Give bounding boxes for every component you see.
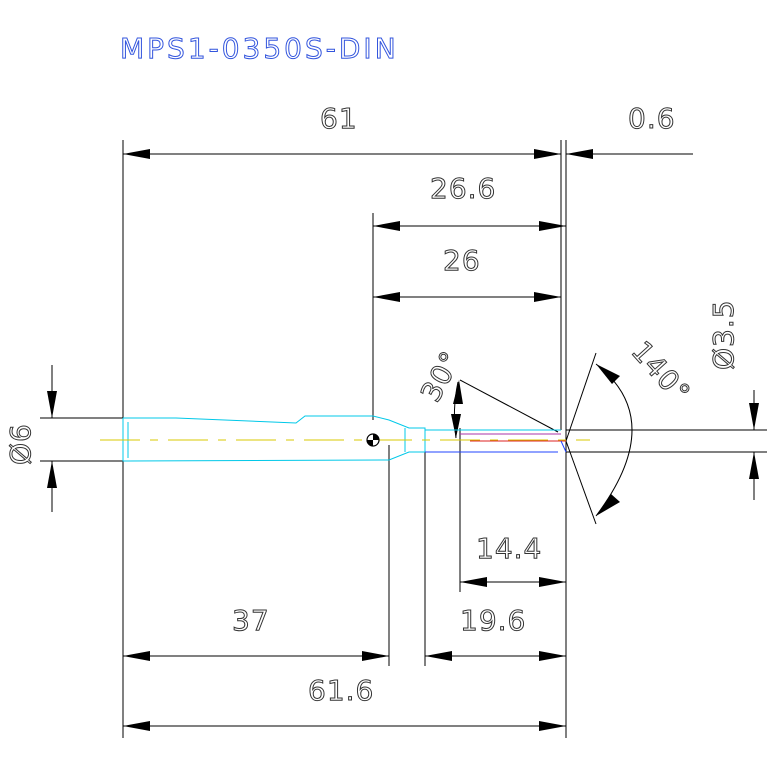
dim-overall-length: 61 xyxy=(123,102,561,159)
tool-outline xyxy=(100,415,590,462)
shank-outline xyxy=(122,415,426,462)
dim-total-length: 61.6 xyxy=(123,674,566,731)
dim-shank-diameter: Ø6 xyxy=(4,365,57,512)
label-point-angle: 140° xyxy=(625,335,697,410)
drawing-title: MPS1-0350S-DIN xyxy=(120,32,399,65)
dim-flute: 26 xyxy=(373,244,561,302)
label-flute: 26 xyxy=(443,244,481,277)
dim-helix-angle: 30° xyxy=(414,345,559,439)
label-neck-length: 19.6 xyxy=(460,604,526,637)
dim-tip-diameter: Ø3.5 xyxy=(707,299,759,500)
dim-tip-offset: 0.6 xyxy=(566,102,693,159)
center-mark-fill xyxy=(367,434,379,446)
extension-lines xyxy=(40,140,767,738)
label-total-length: 61.6 xyxy=(308,674,374,707)
label-flute-total: 26.6 xyxy=(430,172,496,205)
dim-neck-length: 19.6 xyxy=(425,604,566,661)
dim-point-angle: 140° xyxy=(565,334,698,525)
dim-cutting-length: 14.4 xyxy=(460,532,566,587)
label-tip-offset: 0.6 xyxy=(628,102,676,135)
label-shank-length: 37 xyxy=(232,604,270,637)
label-tip-diameter: Ø3.5 xyxy=(707,299,740,370)
label-cutting-length: 14.4 xyxy=(476,532,542,565)
label-shank-diameter: Ø6 xyxy=(4,423,37,465)
dim-shank-length: 37 xyxy=(123,604,389,661)
dim-flute-total: 26.6 xyxy=(373,172,566,231)
tip-lower xyxy=(560,440,567,453)
label-overall-length: 61 xyxy=(320,102,358,135)
